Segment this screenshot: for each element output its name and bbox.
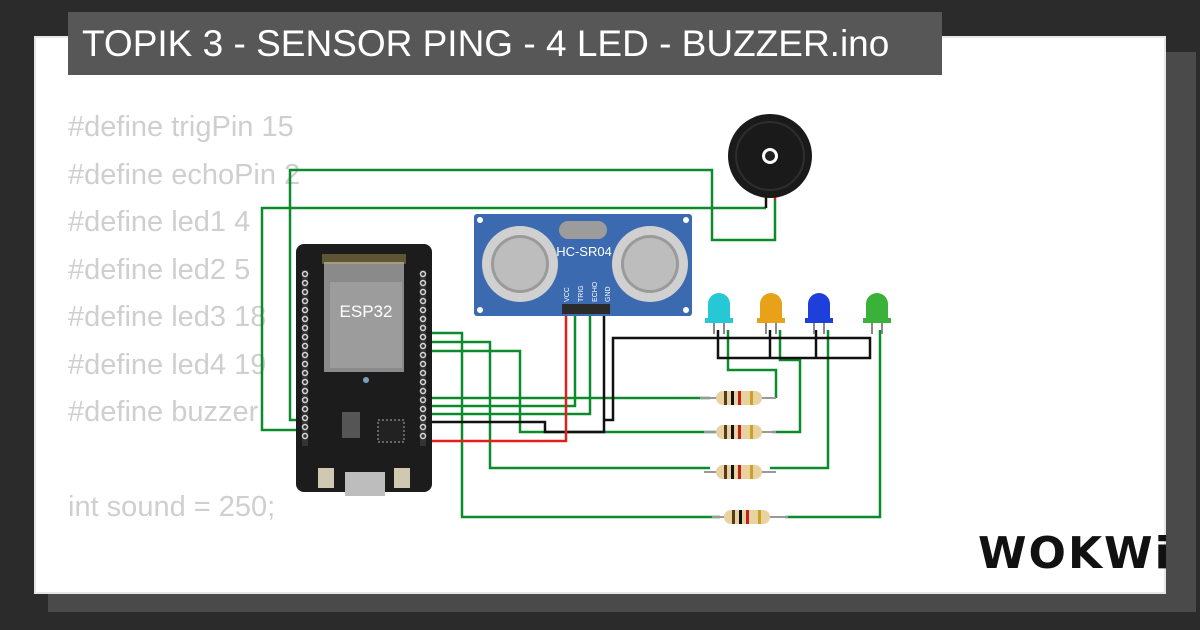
sensor-pin-label: VCC <box>564 287 571 302</box>
wire-buzzer-gnd <box>260 206 766 432</box>
wire-buzzer-signal <box>288 168 777 422</box>
code-line: #define echoPin 2 <box>68 158 301 191</box>
project-title-bar: TOPIK 3 - SENSOR PING - 4 LED - BUZZER.i… <box>68 12 942 75</box>
wire-led4 <box>428 331 720 519</box>
reset-button[interactable] <box>394 468 410 488</box>
code-line: #define buzzer <box>68 396 259 428</box>
resistor-1[interactable] <box>700 391 776 405</box>
esp32-board[interactable]: ESP32 <box>296 244 432 496</box>
resistor-4[interactable] <box>712 510 788 524</box>
code-line: #define led2 5 <box>68 253 251 286</box>
esp32-module <box>330 282 402 368</box>
project-title: TOPIK 3 - SENSOR PING - 4 LED - BUZZER.i… <box>82 23 890 64</box>
sensor-pin-label: GND <box>605 286 612 302</box>
wire-led3-anode <box>770 330 830 470</box>
sensor-pin-label: ECHO <box>592 281 599 302</box>
led-4[interactable] <box>863 293 891 334</box>
code-line: #define led1 4 <box>68 206 251 238</box>
hc-sr04-sensor[interactable]: HC-SR04 VCC TRIG ECHO GND <box>474 214 692 316</box>
wire-led1-anode <box>726 330 778 398</box>
sensor-label: HC-SR04 <box>556 244 612 259</box>
code-line: #define trigPin 15 <box>68 111 294 143</box>
wire-echo <box>428 312 592 416</box>
wire-led2-anode <box>772 330 802 434</box>
wire-gnd-bus <box>604 330 872 422</box>
boot-button[interactable] <box>318 468 334 488</box>
wire-sensor-gnd <box>428 312 606 434</box>
resistor-3[interactable] <box>704 465 776 479</box>
wire-trig <box>428 312 577 408</box>
usb-port <box>345 472 385 496</box>
esp32-pin-holes <box>301 270 427 440</box>
led-3[interactable] <box>805 293 833 334</box>
buzzer[interactable] <box>728 114 812 198</box>
wire-led4-anode <box>785 330 882 519</box>
usb-chip <box>377 419 405 443</box>
sensor-pin-label: TRIG <box>578 285 585 302</box>
code-preview: #define trigPin 15 #define echoPin 2 #de… <box>68 104 300 532</box>
wokwi-logo: WOKWi <box>978 528 1172 579</box>
code-line: #define led4 19 <box>68 348 267 381</box>
code-line: #define led3 18 <box>68 301 267 333</box>
code-line: int sound = 250; <box>68 491 276 523</box>
wires <box>260 168 882 519</box>
sensor-header <box>562 304 610 314</box>
led-2[interactable] <box>757 293 785 334</box>
led-1[interactable] <box>705 293 733 334</box>
wire-vcc <box>428 312 568 443</box>
sensor-crystal <box>559 221 607 239</box>
wire-led2 <box>428 349 716 434</box>
esp32-label: ESP32 <box>340 302 393 321</box>
voltage-regulator <box>342 412 360 438</box>
resistor-2[interactable] <box>704 425 776 439</box>
